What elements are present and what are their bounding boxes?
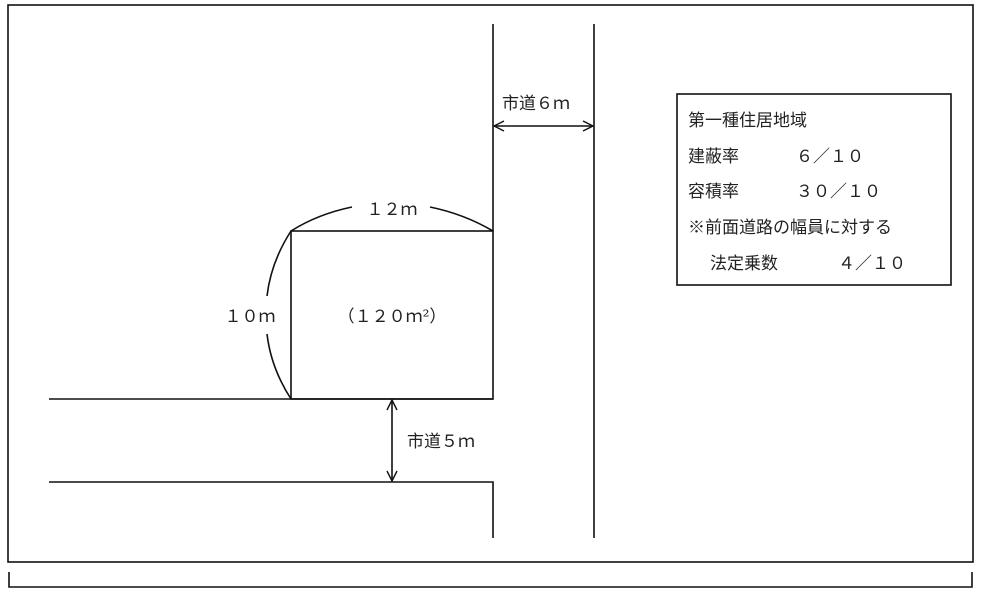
legend-far-label: 容積率 xyxy=(688,182,739,202)
road-east-label: 市道６ｍ xyxy=(502,94,570,114)
width-arc-left xyxy=(290,206,353,232)
legend-multiplier-value: ４／１０ xyxy=(838,254,906,274)
legend-multiplier-label: 法定乗数 xyxy=(710,254,778,274)
legend-far-value: ３０／１０ xyxy=(796,182,881,202)
zoning-legend: 第一種住居地域 建蔽率 ６／１０ 容積率 ３０／１０ ※前面道路の幅員に対する … xyxy=(676,93,952,286)
bottom-bracket xyxy=(8,572,973,588)
width-arc-right xyxy=(429,206,494,232)
legend-zone: 第一種住居地域 xyxy=(688,111,807,131)
legend-note: ※前面道路の幅員に対する xyxy=(688,218,892,238)
frame xyxy=(7,4,974,563)
road-south-label: 市道５ｍ xyxy=(407,432,475,452)
depth-arc-top xyxy=(266,230,292,297)
lot-area-label: （１２０ｍ²） xyxy=(338,307,447,327)
legend-coverage-label: 建蔽率 xyxy=(688,147,739,167)
road-south-south-edge xyxy=(49,481,494,538)
lot-width-label: １２ｍ xyxy=(367,200,418,220)
depth-arc-bottom xyxy=(266,333,292,400)
legend-coverage-value: ６／１０ xyxy=(796,147,864,167)
lot-depth-label: １０ｍ xyxy=(225,307,276,327)
